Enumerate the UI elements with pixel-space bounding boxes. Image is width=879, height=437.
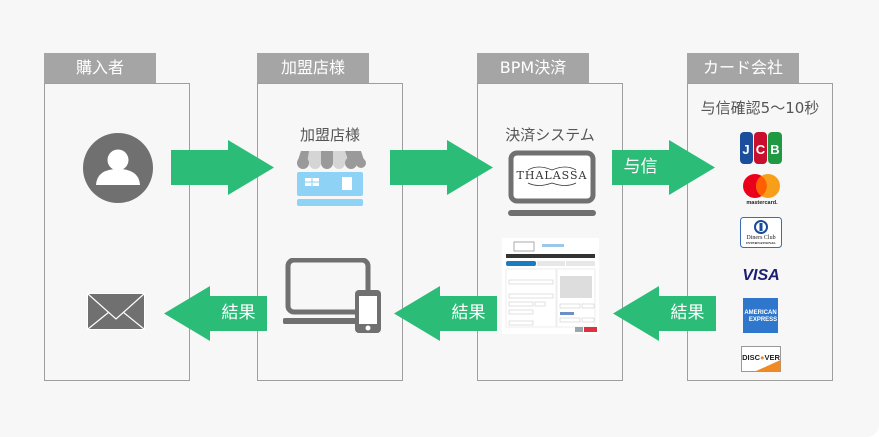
merchant-caption: 加盟店様 (299, 126, 360, 144)
arrow-label-result-merchant: 結果 (221, 303, 256, 323)
laptop-icon: THALASSA (508, 150, 596, 216)
arrow-label-credit: 与信 (623, 157, 658, 177)
mastercard-logo-icon: mastercard. (743, 174, 780, 206)
user-avatar-icon (83, 133, 153, 203)
visa-logo-icon: VISA (742, 267, 779, 284)
column-box-buyer (44, 83, 190, 381)
bpm-caption: 決済システム (505, 126, 595, 144)
arrow-bpm-to-card (612, 140, 715, 195)
svg-text:Diners Club: Diners Club (746, 235, 775, 241)
jcb-logo-icon: J C B (740, 132, 782, 164)
svg-text:AMERICAN: AMERICAN (744, 310, 776, 316)
discover-logo-icon: DISC●VER (741, 346, 781, 372)
svg-text:B: B (770, 142, 779, 157)
svg-text:J: J (742, 142, 749, 157)
column-box-merchant (257, 83, 403, 381)
column-title-merchant: 加盟店様 (257, 53, 369, 83)
arrow-label-result-bpm: 結果 (451, 303, 486, 323)
column-box-card (687, 83, 833, 381)
laptop-phone-icon (283, 258, 381, 333)
arrow-merchant-to-bpm (390, 140, 493, 195)
arrow-bpm-to-merchant (394, 286, 497, 341)
column-title-bpm: BPM決済 (477, 53, 589, 83)
card-caption: 与信確認5～10秒 (700, 99, 820, 117)
svg-text:C: C (756, 142, 766, 157)
svg-text:INTERNATIONAL: INTERNATIONAL (746, 241, 776, 245)
thalassa-logo: THALASSA (516, 169, 588, 182)
column-title-buyer: 購入者 (44, 53, 156, 83)
diners-club-logo-icon: Diners Club INTERNATIONAL (740, 217, 782, 248)
svg-text:mastercard.: mastercard. (746, 200, 778, 206)
svg-text:DISC●VER: DISC●VER (742, 353, 780, 362)
arrow-buyer-to-merchant (171, 140, 274, 195)
svg-text:VISA: VISA (742, 267, 779, 284)
mail-icon (87, 293, 145, 330)
arrow-card-to-bpm (613, 286, 716, 341)
column-box-bpm (477, 83, 623, 381)
column-title-card: カード会社 (687, 53, 799, 83)
svg-text:EXPRESS: EXPRESS (749, 317, 777, 323)
arrow-label-result-card: 結果 (670, 303, 705, 323)
storefront-icon (297, 151, 366, 206)
arrow-merchant-to-buyer (164, 286, 267, 341)
american-express-logo-icon: AMERICAN EXPRESS (743, 298, 778, 333)
payment-form-screenshot (502, 238, 599, 334)
